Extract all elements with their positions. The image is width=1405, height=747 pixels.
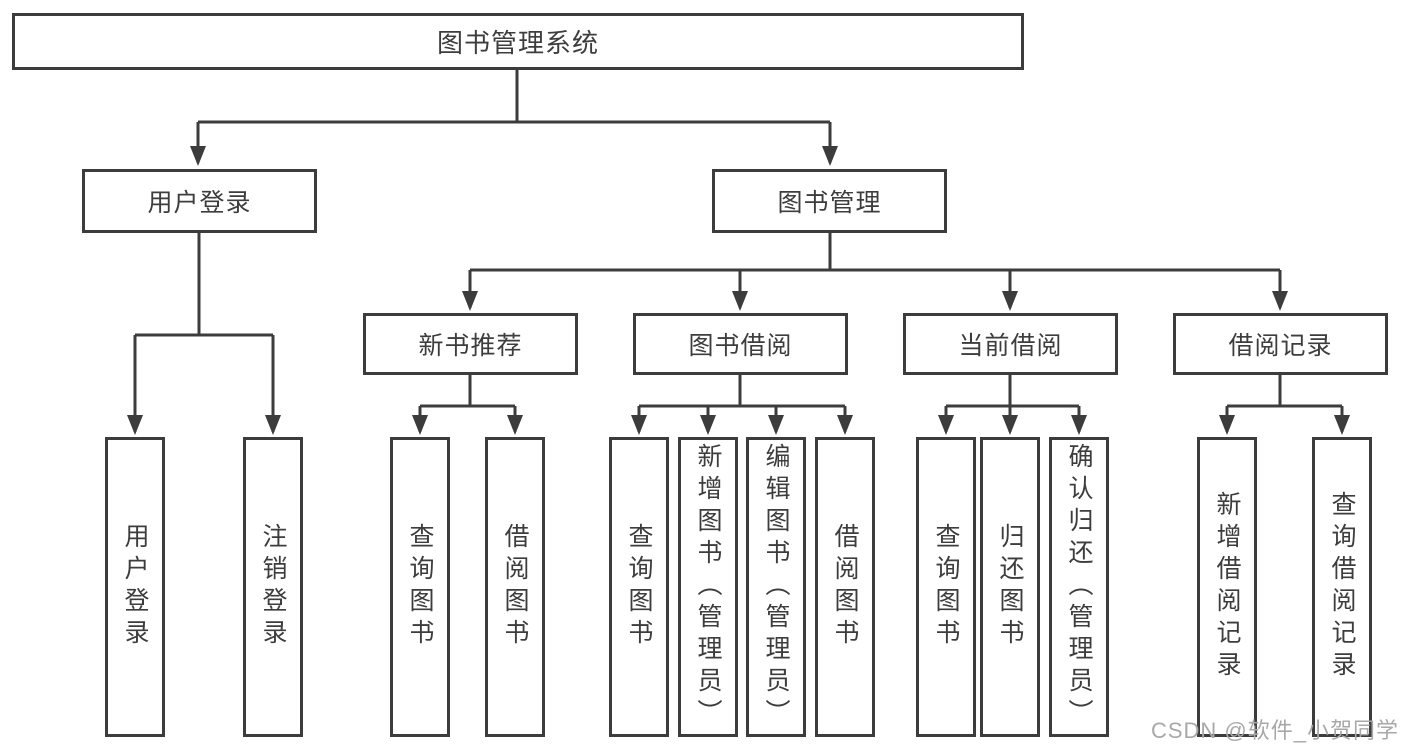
leaf-current-return-books: 归还图书 [980, 437, 1040, 737]
leaf-current-confirm-return-admin: 确认归还（管理员） [1049, 437, 1109, 737]
leaf-borrowing-edit-books-admin: 编辑图书（管理员） [746, 437, 806, 737]
node-system-root: 图书管理系统 [12, 13, 1024, 70]
leaf-current-query-books: 查询图书 [916, 437, 976, 737]
leaf-user-login: 用户登录 [105, 437, 165, 737]
node-book-borrowing: 图书借阅 [633, 313, 848, 375]
leaf-borrowing-query-books: 查询图书 [609, 437, 669, 737]
leaf-recommend-query-books: 查询图书 [390, 437, 450, 737]
node-current-borrowing: 当前借阅 [903, 313, 1118, 375]
leaf-borrowing-borrow-books: 借阅图书 [815, 437, 875, 737]
csdn-watermark: CSDN @软件_小贺同学 [1150, 718, 1399, 743]
leaf-records-add-borrow-record: 新增借阅记录 [1197, 437, 1257, 737]
leaf-borrowing-add-books-admin: 新增图书（管理员） [678, 437, 738, 737]
node-new-book-recommendation: 新书推荐 [363, 313, 578, 375]
leaf-logout: 注销登录 [243, 437, 303, 737]
node-book-management: 图书管理 [712, 169, 947, 233]
leaf-recommend-borrow-books: 借阅图书 [485, 437, 545, 737]
node-borrowing-records: 借阅记录 [1173, 313, 1388, 375]
node-user-login: 用户登录 [82, 169, 317, 233]
leaf-records-query-borrow-record: 查询借阅记录 [1312, 437, 1372, 737]
